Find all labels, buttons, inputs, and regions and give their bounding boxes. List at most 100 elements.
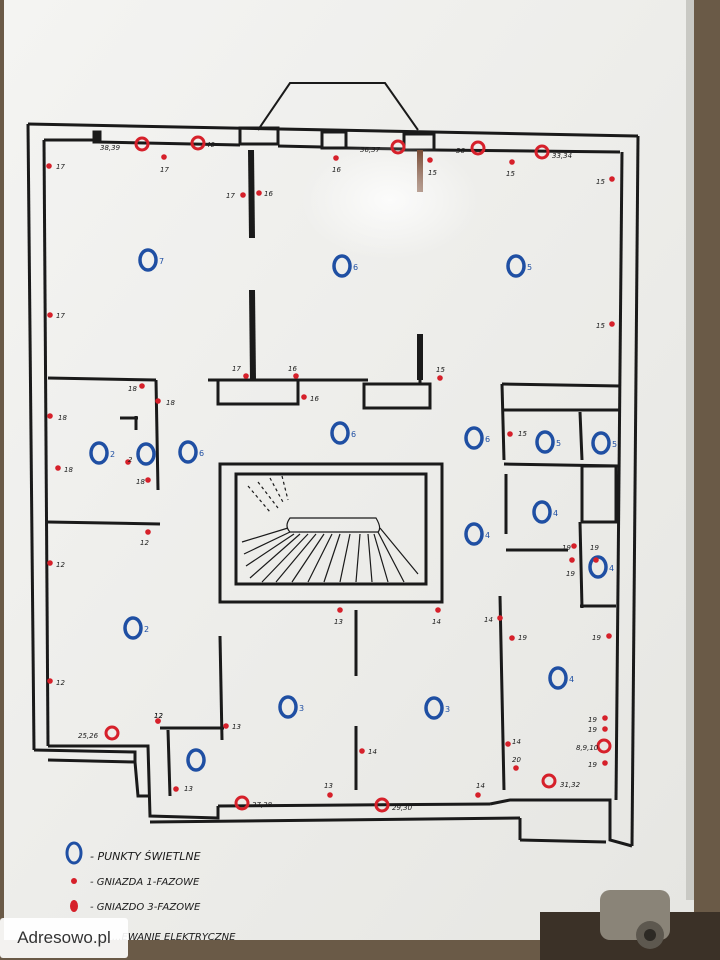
socket-number: 18 — [64, 466, 73, 474]
socket-number: 15 — [436, 366, 445, 374]
single-phase-socket: 13 — [223, 723, 241, 731]
socket-number: 19 — [588, 761, 597, 769]
three-phase-socket: 33,34 — [534, 144, 572, 160]
watermark-logo: Adresowo.pl — [0, 918, 128, 958]
socket-number: 17 — [56, 163, 65, 171]
light-point-icon — [178, 440, 198, 464]
socket-number: 18 — [136, 478, 145, 486]
socket-number: 40 — [206, 141, 215, 149]
socket-number: 14 — [484, 616, 493, 624]
single-phase-socket: 15 — [507, 430, 527, 438]
socket-dot — [569, 557, 575, 563]
light-point-icon — [138, 248, 158, 272]
socket-dot — [505, 741, 511, 747]
light-point-icon — [278, 695, 298, 719]
socket-number: 12 — [154, 712, 163, 720]
socket-number: 8,9,10 — [576, 744, 599, 752]
socket-dot — [497, 615, 503, 621]
light-point-room-6b: 6 — [330, 421, 356, 445]
room-number: 6 — [485, 435, 490, 444]
single-phase-socket: 19 — [566, 557, 575, 578]
room-number: 4 — [485, 531, 490, 540]
socket-dot — [534, 144, 550, 160]
single-phase-socket: 13 — [173, 785, 193, 793]
room-number: 4 — [609, 564, 614, 573]
light-point-icon — [186, 748, 206, 772]
single-phase-socket: 19 — [588, 715, 608, 724]
socket-dot — [509, 635, 515, 641]
socket-number: 25,26 — [78, 732, 99, 740]
single-phase-socket: 14 — [505, 738, 521, 747]
single-phase-socket: 12 — [47, 560, 65, 569]
socket-dot — [293, 373, 299, 379]
socket-dot — [593, 557, 599, 563]
socket-dot — [55, 465, 61, 471]
room-number: 5 — [556, 439, 561, 448]
single-phase-socket: 15 — [427, 157, 437, 177]
socket-number: 20 — [512, 756, 521, 764]
socket-dot — [513, 765, 519, 771]
legend-lights-label: - PUNKTY ŚWIETLNE — [90, 850, 201, 863]
three-phase-socket: 27,28 — [234, 795, 273, 811]
socket-dot — [104, 725, 120, 741]
socket-dot — [134, 136, 150, 152]
three-phase-socket: 40 — [190, 135, 215, 151]
socket-dot — [47, 312, 53, 318]
socket-dot — [301, 394, 307, 400]
single-phase-socket: 17 — [160, 154, 169, 174]
single-phase-socket: 18 — [47, 413, 67, 422]
paper-edge-shadow — [686, 0, 694, 900]
single-phase-socket: 14 — [359, 748, 377, 756]
socket-dot — [609, 176, 615, 182]
socket-dot — [427, 157, 433, 163]
light-point-room-2a: 2 — [89, 441, 115, 465]
socket-dot — [571, 543, 577, 549]
single-phase-socket: 19 — [562, 543, 577, 552]
light-point-room-6a: 6 — [332, 254, 358, 278]
light-point-room-4a: 4 — [532, 500, 558, 524]
socket-number: 12 — [140, 539, 149, 547]
walls — [26, 122, 640, 848]
socket-dot — [470, 140, 486, 156]
light-point-room-3b: 3 — [424, 696, 450, 720]
single-phase-socket: 16 — [288, 365, 299, 379]
three-phase-socket: 38,39 — [100, 136, 150, 152]
socket-dot — [47, 413, 53, 419]
socket-dot — [509, 159, 515, 165]
socket-number: 19 — [588, 716, 597, 724]
socket-dot — [327, 792, 333, 798]
light-point-icon — [123, 616, 143, 640]
three-phase-socket: 36,37 — [360, 139, 406, 155]
binder-clip — [540, 890, 720, 960]
socket-number: 17 — [232, 365, 241, 373]
single-phase-socket: 20 — [512, 756, 521, 771]
single-phase-socket: 15 — [596, 176, 615, 186]
legend-three-phase-label: - GNIAZDO 3-FAZOWE — [90, 902, 201, 913]
socket-dot — [602, 726, 608, 732]
socket-number: 14 — [432, 618, 441, 626]
socket-dot — [606, 633, 612, 639]
socket-number: 13 — [334, 618, 343, 626]
socket-dot — [337, 607, 343, 613]
single-phase-socket: 19 — [592, 633, 612, 642]
socket-number: 38,39 — [100, 144, 121, 152]
single-phase-socket: 14 — [484, 615, 503, 624]
three-phase-socket: 8,9,10 — [576, 738, 612, 754]
single-phase-socket: 16 — [256, 190, 273, 198]
single-phase-socket: 18 — [155, 398, 175, 407]
three-phase-socket: 36 — [456, 140, 486, 156]
room-number: 7 — [159, 257, 164, 266]
room-number: 6 — [353, 263, 358, 272]
three-phase-socket: 31,32 — [541, 773, 581, 789]
single-phase-socket: 2 — [125, 456, 133, 465]
single-phase-socket: 17 — [46, 163, 65, 171]
socket-dot — [602, 760, 608, 766]
single-phase-socket: 19 — [509, 634, 527, 642]
light-point-room-5c: 5 — [591, 431, 617, 455]
socket-dot — [333, 155, 339, 161]
room-number: 4 — [553, 509, 558, 518]
socket-dot — [507, 431, 513, 437]
socket-dot — [161, 154, 167, 160]
